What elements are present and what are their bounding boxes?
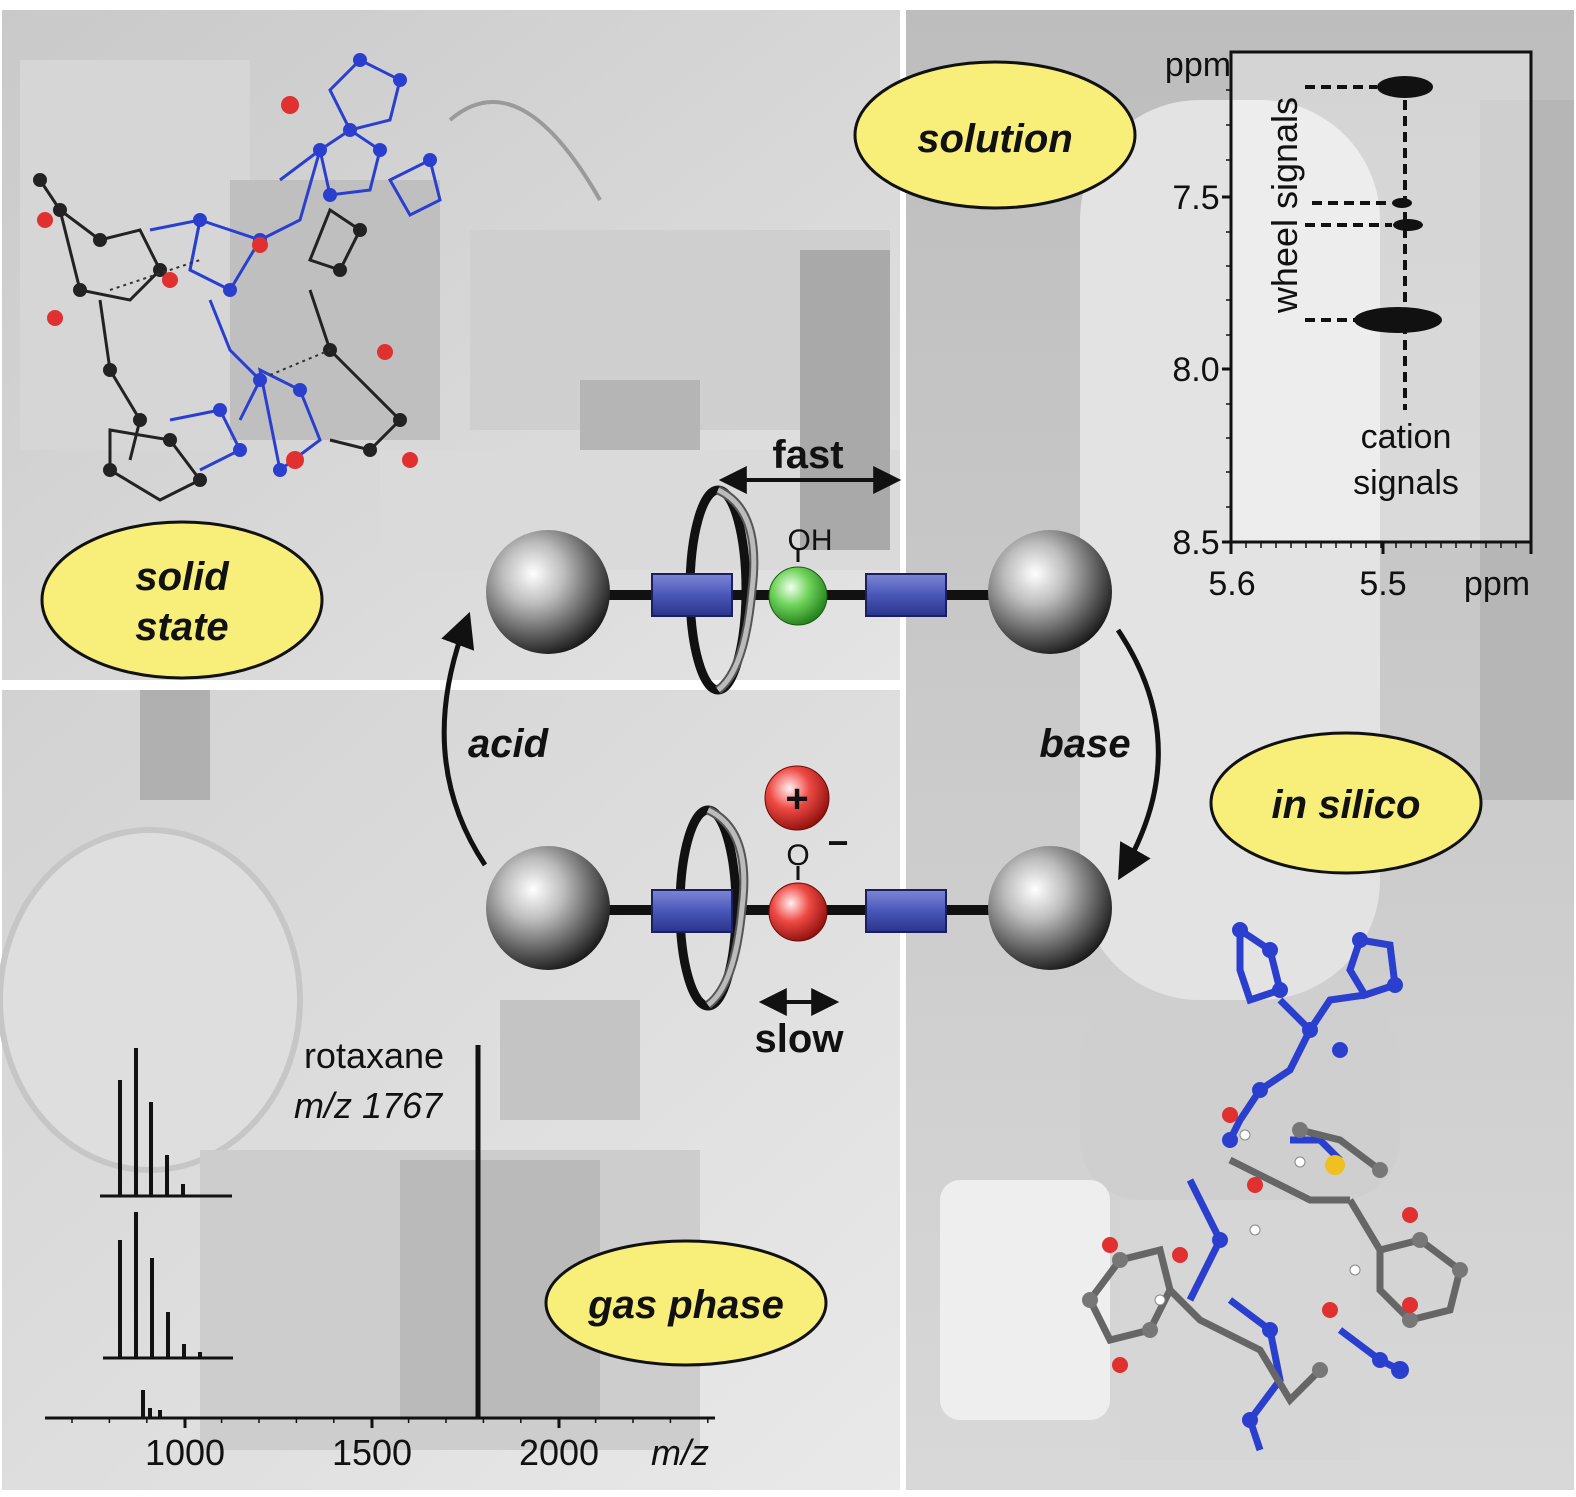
rotaxane-anionic: O − + slow (486, 765, 1112, 1061)
gas-phase-bubble: gas phase (544, 1239, 828, 1367)
hydroxyl-sphere (768, 566, 828, 626)
nmr-crosspeak-2 (1392, 198, 1412, 208)
stopper-left-bottom (486, 846, 610, 970)
svg-text:7.5: 7.5 (1172, 179, 1219, 217)
svg-text:gas phase: gas phase (587, 1283, 784, 1327)
svg-text:−: − (827, 822, 848, 863)
cation-sphere (764, 765, 830, 831)
rotaxane-scheme: OH fast O − + slow acid base (441, 433, 1161, 1061)
anion-sphere (768, 882, 828, 942)
acid-arrow (441, 611, 488, 867)
svg-text:OH: OH (788, 524, 833, 557)
crystal-structure-image (33, 53, 442, 502)
svg-text:signals: signals (1353, 464, 1459, 502)
svg-text:ppm: ppm (1165, 46, 1231, 84)
nmr-crosspeak-4 (1354, 307, 1442, 333)
svg-text:5.5: 5.5 (1359, 565, 1406, 603)
svg-text:8.0: 8.0 (1172, 351, 1219, 389)
svg-text:+: + (785, 777, 808, 821)
svg-text:ppm: ppm (1464, 565, 1530, 603)
in-silico-bubble: in silico (1209, 731, 1483, 875)
stopper-right-bottom (988, 846, 1112, 970)
svg-text:8.5: 8.5 (1172, 524, 1219, 562)
station-left-top (651, 573, 733, 617)
stopper-right-top (988, 530, 1112, 654)
nmr-crosspeak-1 (1377, 76, 1433, 98)
base-arrow (1115, 628, 1161, 881)
svg-text:solution: solution (917, 117, 1073, 161)
station-right-bottom (865, 889, 947, 933)
rotaxane-neutral: OH fast (486, 433, 1112, 695)
solid-state-bubble: solid state (40, 520, 324, 680)
mass-spectrum: 1000 1500 2000 m/z rotaxane m/z 1767 (45, 1035, 715, 1473)
svg-text:1000: 1000 (145, 1432, 225, 1473)
solution-bubble: solution (853, 60, 1137, 210)
svg-text:fast: fast (772, 433, 843, 477)
nmr-crosspeak-3 (1393, 219, 1423, 231)
svg-text:slow: slow (755, 1017, 845, 1061)
svg-text:m/z: m/z (651, 1432, 709, 1473)
svg-text:acid: acid (468, 722, 550, 766)
station-left-bottom (651, 889, 733, 933)
svg-text:base: base (1039, 722, 1130, 766)
svg-text:cation: cation (1361, 418, 1452, 456)
station-right-top (865, 573, 947, 617)
isotope-pattern-simulated (103, 1212, 233, 1360)
svg-text:state: state (135, 605, 228, 649)
svg-text:5.6: 5.6 (1208, 565, 1255, 603)
svg-text:wheel signals: wheel signals (1264, 97, 1305, 314)
svg-text:solid: solid (135, 555, 230, 599)
svg-text:2000: 2000 (519, 1432, 599, 1473)
svg-text:O: O (786, 839, 809, 872)
in-silico-model-image (1082, 922, 1468, 1452)
stopper-left-top (486, 530, 610, 654)
isotope-pattern-measured (100, 1048, 232, 1198)
svg-text:1500: 1500 (332, 1432, 412, 1473)
svg-text:rotaxane: rotaxane (304, 1035, 444, 1076)
svg-text:m/z 1767: m/z 1767 (294, 1085, 444, 1126)
svg-text:in silico: in silico (1272, 783, 1421, 827)
nmr-spectrum: ppm 7.5 8.0 8.5 5.6 5.5 ppm wheel signal… (1165, 46, 1533, 603)
